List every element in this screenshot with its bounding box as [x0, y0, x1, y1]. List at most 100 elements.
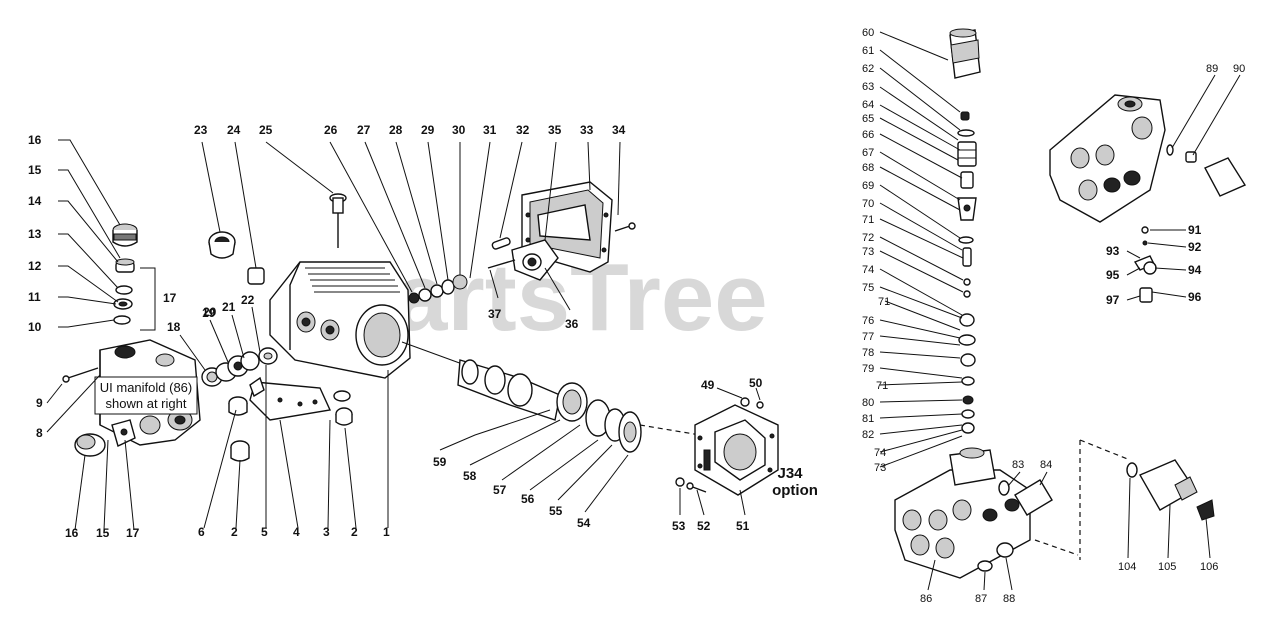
callout-67: 67 — [862, 147, 874, 159]
callout-58: 58 — [463, 469, 477, 483]
callout-11: 11 — [28, 290, 41, 304]
callout-21: 21 — [222, 300, 236, 314]
callout-9: 9 — [36, 396, 43, 410]
callout-96: 96 — [1188, 290, 1202, 304]
callout-94: 94 — [1188, 263, 1202, 277]
callout-64: 64 — [862, 99, 874, 111]
callout-33: 33 — [580, 123, 594, 137]
callout-26: 26 — [324, 123, 338, 137]
callout-65: 65 — [862, 113, 874, 125]
callout-104: 104 — [1118, 561, 1136, 573]
seal-stack — [201, 347, 332, 462]
callout-2-right: 2 — [351, 525, 358, 539]
callout-74-b: 74 — [874, 447, 886, 459]
callout-70: 70 — [862, 198, 874, 210]
callout-51: 51 — [736, 519, 750, 533]
callout-16: 16 — [28, 133, 42, 147]
callout-1: 1 — [383, 525, 390, 539]
callout-32: 32 — [516, 123, 530, 137]
callout-62: 62 — [862, 63, 874, 75]
callout-14: 14 — [28, 194, 42, 208]
callout-90: 90 — [1233, 63, 1245, 75]
callout-28: 28 — [389, 123, 403, 137]
note-box — [94, 376, 198, 415]
callout-80: 80 — [862, 397, 874, 409]
callout-60: 60 — [862, 27, 874, 39]
crankshaft-assembly — [401, 341, 701, 453]
callout-15-bottom: 15 — [96, 526, 110, 540]
callout-66: 66 — [862, 129, 874, 141]
callout-75: 75 — [862, 282, 874, 294]
note-line-1: UI manifold (86) — [100, 380, 192, 395]
callout-24: 24 — [227, 123, 241, 137]
callout-49: 49 — [701, 378, 715, 392]
unloader-valve-column — [949, 28, 981, 434]
callout-86: 86 — [920, 593, 932, 605]
callout-13: 13 — [28, 227, 42, 241]
callout-97: 97 — [1106, 293, 1120, 307]
callout-74: 74 — [862, 264, 874, 276]
callout-57: 57 — [493, 483, 507, 497]
left-manifold-assembly: UI manifold (86) shown at right — [62, 223, 201, 457]
callout-93: 93 — [1106, 244, 1120, 258]
leader-lines — [46, 31, 1241, 591]
callout-71: 71 — [862, 214, 874, 226]
callout-81: 81 — [862, 413, 874, 425]
callout-83: 83 — [1012, 459, 1024, 471]
callout-2-left: 2 — [231, 525, 238, 539]
callout-5: 5 — [261, 525, 268, 539]
callout-19: 19 — [202, 306, 216, 320]
callout-54: 54 — [577, 516, 591, 530]
callout-4: 4 — [293, 525, 300, 539]
callout-20: 20 — [203, 305, 217, 319]
callout-56: 56 — [521, 492, 535, 506]
callout-31: 31 — [483, 123, 497, 137]
callout-17: 17 — [163, 291, 177, 305]
callout-34: 34 — [612, 123, 626, 137]
callout-30: 30 — [452, 123, 466, 137]
callout-61: 61 — [862, 45, 874, 57]
callout-79: 79 — [862, 363, 874, 375]
callout-22: 22 — [241, 293, 255, 307]
callout-36: 36 — [565, 317, 579, 331]
callout-25: 25 — [259, 123, 273, 137]
callout-71-c: 71 — [876, 380, 888, 392]
callout-17-bottom: 17 — [126, 526, 140, 540]
callout-69: 69 — [862, 180, 874, 192]
callout-23: 23 — [194, 123, 208, 137]
callout-87: 87 — [975, 593, 987, 605]
callout-73: 73 — [862, 246, 874, 258]
callout-8: 8 — [36, 426, 43, 440]
callout-numbers: 16 15 14 13 12 11 10 17 9 8 16 15 17 18 … — [28, 27, 1245, 605]
callout-91: 91 — [1188, 223, 1202, 237]
callout-16-bottom: 16 — [65, 526, 79, 540]
callout-55: 55 — [549, 504, 563, 518]
callout-89: 89 — [1206, 63, 1218, 75]
callout-88: 88 — [1003, 593, 1015, 605]
option-label-line-1: J34 — [777, 465, 803, 482]
callout-84: 84 — [1040, 459, 1052, 471]
note-line-2: shown at right — [106, 396, 187, 411]
callout-18: 18 — [167, 320, 181, 334]
j34-flange-assembly: J34 option — [675, 397, 818, 499]
callout-71-b: 71 — [878, 296, 890, 308]
callout-95: 95 — [1106, 268, 1120, 282]
callout-50: 50 — [749, 376, 763, 390]
callout-27: 27 — [357, 123, 371, 137]
option-label-line-2: option — [772, 482, 818, 499]
callout-12: 12 — [28, 259, 42, 273]
callout-77: 77 — [862, 331, 874, 343]
callout-106: 106 — [1200, 561, 1218, 573]
callout-68: 68 — [862, 162, 874, 174]
pump-manifold-86 — [894, 439, 1215, 579]
callout-35: 35 — [548, 123, 562, 137]
callout-73-b: 73 — [874, 462, 886, 474]
callout-78: 78 — [862, 347, 874, 359]
callout-37: 37 — [488, 307, 502, 321]
ui-manifold-top — [1049, 94, 1247, 303]
callout-59: 59 — [433, 455, 447, 469]
callout-29: 29 — [421, 123, 435, 137]
callout-92: 92 — [1188, 240, 1202, 254]
callout-72: 72 — [862, 232, 874, 244]
